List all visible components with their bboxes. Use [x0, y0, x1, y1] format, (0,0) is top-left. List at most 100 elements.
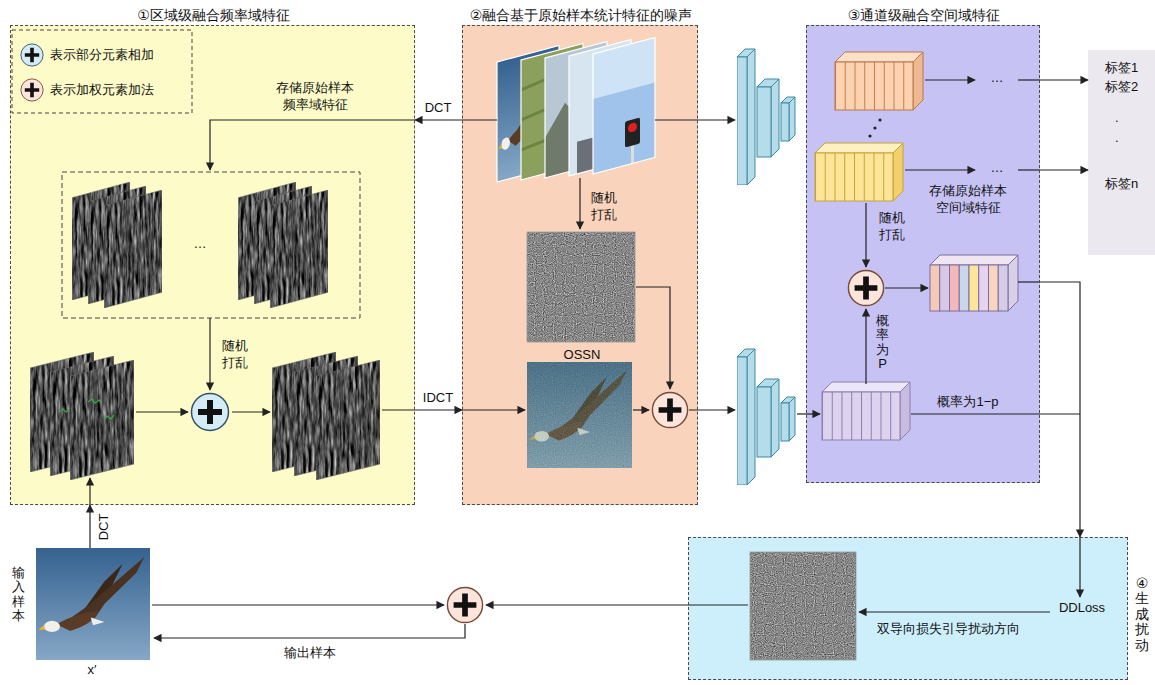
annotation: … — [991, 70, 1004, 87]
image-stack — [497, 37, 655, 182]
legend-text: 表示加权元素加法 — [50, 82, 154, 99]
image-stack — [593, 37, 655, 174]
flow-arrow — [1018, 79, 1040, 80]
frequency-feature-maps — [104, 190, 162, 308]
noise-image: OSSN — [528, 233, 636, 343]
feature-cube — [940, 265, 950, 311]
flow-arrow — [210, 120, 415, 170]
text-holder: DCT — [96, 514, 113, 541]
flow-connector — [415, 409, 462, 410]
eagle-image — [527, 362, 632, 468]
panel-fill — [10, 25, 415, 505]
flow-arrow — [90, 80, 1080, 638]
annotation: 随机 打乱 — [876, 210, 908, 244]
feature-cube — [873, 126, 876, 129]
eagle-image — [652, 392, 687, 427]
image-stack — [631, 143, 634, 164]
region-panel: ①区域级融合频率域特征 — [10, 25, 415, 505]
feature-cube — [815, 143, 903, 153]
text-holder: 随机 打乱 — [219, 338, 251, 372]
label-box: 标签1标签2..标签n — [1088, 50, 1155, 255]
edge-label: IDCT — [423, 390, 453, 407]
image-caption: OSSN — [564, 347, 601, 364]
cnn-icon — [737, 49, 795, 485]
flow-connector — [415, 119, 462, 120]
frequency-feature-maps — [104, 415, 114, 420]
flow-arrow — [209, 318, 210, 390]
frequency-feature-maps — [88, 399, 102, 403]
flow-connector — [1040, 79, 1088, 80]
text-holder: 标签n — [1105, 176, 1138, 193]
text-holder: x′ — [88, 662, 97, 679]
noise-image — [750, 552, 856, 660]
flow-arrow — [89, 478, 90, 505]
flow-connector — [1040, 169, 1088, 170]
annotation: 概率为1−p — [937, 394, 998, 411]
noise-image — [527, 232, 635, 342]
flow-arrow — [885, 287, 928, 288]
text-holder: 输入样本 — [12, 566, 25, 623]
text-holder: 随机 打乱 — [876, 210, 908, 244]
edge-label: DCT — [96, 514, 113, 541]
annotation: 存储原始样本 频率域特征 — [267, 80, 363, 114]
frequency-feature-maps — [60, 409, 69, 412]
image-stack — [628, 122, 637, 133]
feature-cube — [822, 392, 900, 440]
flow-arrow — [636, 287, 670, 389]
text-holder: 概率为P — [876, 314, 889, 371]
panel-title: ④生成扰动 — [1135, 576, 1149, 653]
image-stack — [593, 37, 655, 174]
text-holder: 表示部分元素相加 — [50, 47, 154, 64]
region-panel: ③通道级融合空间域特征 — [806, 25, 1040, 483]
eagle-image — [36, 362, 688, 660]
text-holder: ④生成扰动 — [1135, 576, 1149, 653]
legend-box — [12, 30, 192, 113]
flow-arrow — [911, 413, 1080, 414]
class-label: . — [1115, 110, 1119, 127]
feature-cube — [878, 118, 881, 121]
feature-cube — [893, 143, 903, 201]
frequency-feature-maps — [192, 394, 229, 431]
text-holder: . — [1115, 130, 1119, 147]
annotation: 概率为P — [876, 314, 889, 371]
flow-arrow — [154, 624, 465, 638]
text-holder: ①区域级融合频率域特征 — [137, 6, 290, 24]
feature-cube — [822, 382, 910, 440]
frequency-feature-maps — [30, 172, 380, 480]
flow-arrow — [579, 178, 580, 229]
text-holder: 随机 打乱 — [588, 190, 620, 224]
feature-cube — [930, 255, 1018, 265]
flow-arrow — [486, 604, 748, 605]
feature-cube — [998, 265, 1008, 311]
text-holder: 存储原始样本 频率域特征 — [267, 80, 363, 114]
text-holder: DDLoss — [1059, 600, 1105, 617]
flow-arrow — [1079, 537, 1080, 597]
feature-cube — [979, 265, 989, 311]
flow-arrow — [1018, 169, 1040, 170]
flow-arrow — [232, 411, 270, 412]
input-image: 输入样本x′ — [36, 548, 150, 660]
legend-box — [21, 44, 43, 66]
flow-arrow — [152, 604, 444, 605]
cnn-icon — [737, 49, 795, 185]
text-holder: ②融合基于原始样本统计特征的噪声 — [470, 6, 693, 24]
cnn-icon — [737, 349, 795, 485]
feature-cube — [815, 153, 893, 201]
text-holder: OSSN — [564, 347, 601, 364]
frequency-feature-maps — [316, 360, 380, 480]
flow-arrow — [462, 119, 497, 120]
flow-arrow — [462, 409, 525, 410]
panel-title: ①区域级融合频率域特征 — [137, 6, 290, 24]
panel-fill — [10, 25, 1155, 680]
class-label: 标签n — [1105, 176, 1138, 193]
text-holder: 概率为1−p — [937, 394, 998, 411]
text-holder: 双导向损失引导扰动方向 — [877, 621, 1020, 638]
feature-cube — [930, 265, 940, 311]
class-label: 标签1 — [1105, 60, 1138, 77]
legend-box — [21, 79, 43, 101]
feature-cube — [950, 265, 960, 311]
eagle-image — [36, 548, 150, 660]
feature-cube — [1008, 255, 1018, 311]
